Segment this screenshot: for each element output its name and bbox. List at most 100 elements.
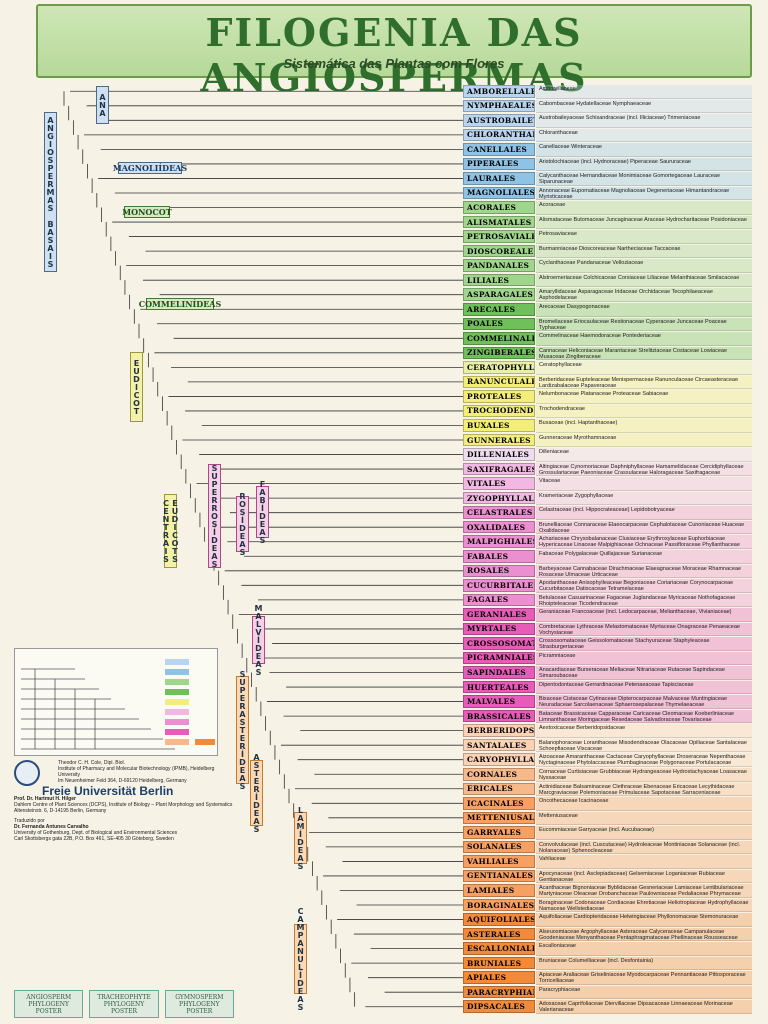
group-monocot: MONOCOT [122, 206, 172, 218]
family-list: Celastraceae (incl. Hippocrateaceae) Lep… [536, 506, 752, 520]
order-dioscoreales: DIOSCOREALES [463, 244, 535, 258]
credit-translator-inst: University of Gothenburg, Dept. of Biolo… [14, 830, 178, 836]
order-arecales: ARECALES [463, 302, 535, 316]
order-metteniusales: METTENIUSALES [463, 811, 535, 825]
family-list: Actinidiaceae Balsaminaceae Clethraceae … [536, 782, 752, 797]
family-list: Berberidaceae Eupteleaceae Menispermacea… [536, 375, 752, 390]
family-list: Annonaceae Eupomatiaceae Magnoliaceae De… [536, 186, 752, 201]
order-myrtales: MYRTALES [463, 622, 535, 636]
credit-translator: Dr. Fernanda Antunes Carvalho [14, 824, 89, 830]
order-boraginales: BORAGINALES [463, 898, 535, 912]
order-huerteales: HUERTEALES [463, 680, 535, 694]
order-paracryphiales: PARACRYPHIALES [463, 985, 535, 999]
order-petrosaviales: PETROSAVIALES [463, 230, 535, 243]
family-list: Cornaceae Curtisiaceae Grubbiaceae Hydra… [536, 767, 752, 782]
family-list: Arecaceae Dasypogonaceae [536, 302, 752, 317]
family-list: Aristolochiaceae (incl. Hydnoraceae) Pip… [536, 157, 752, 172]
credit-institute: Institute of Pharmacy and Molecular Biot… [58, 766, 215, 778]
logo-tracheophyte-poster[interactable]: TRACHEOPHYTE PHYLOGENY POSTER [89, 990, 159, 1018]
order-fagales: FAGALES [463, 593, 535, 607]
family-list: Amaryllidaceae Asparagaceae Iridaceae Or… [536, 288, 752, 302]
family-list: Trochodendraceae [536, 404, 752, 419]
group-malvideas: MALVÍDEAS [252, 604, 265, 676]
order-ceratophyllales: CERATOPHYLLALES [463, 361, 535, 374]
order-caryophyllales: CARYOPHYLLALES [463, 753, 535, 766]
order-canellales: CANELLALES [463, 143, 535, 156]
family-list: Burmanniaceae Dioscoreaceae Nartheciacea… [536, 244, 752, 259]
family-list: Adoxaceae Caprifoliaceae Diervillaceae D… [536, 1000, 752, 1014]
order-dipsacales: DIPSACALES [463, 1000, 535, 1013]
order-dilleniales: DILLENIALES [463, 448, 535, 461]
order-austrobaileyales: AUSTROBAILEYALES [463, 114, 535, 127]
group-angiospermas-basais: ANGIOSPERMAS BASAIS [44, 112, 57, 272]
order-oxalidales: OXALIDALES [463, 520, 535, 534]
order-liliales: LILIALES [463, 273, 535, 287]
group-eudicots-centrais: EUDICOTS CENTRAIS [162, 494, 180, 568]
order-nymphaeales: NYMPHAEALES [463, 99, 535, 113]
title-banner: FILOGENIA DAS ANGIOSPERMAS Sistemática d… [36, 4, 752, 100]
order-icacinales: ICACINALES [463, 797, 535, 810]
family-list: Fabaceae Polygalaceae Quillajaceae Suria… [536, 550, 752, 564]
family-list: Geraniaceae Francoaceae (incl. Ledocarpa… [536, 608, 752, 622]
order-saxifragales: SAXIFRAGALES [463, 462, 535, 476]
order-sapindales: SAPINDALES [463, 666, 535, 679]
order-brassicales: BRASSICALES [463, 709, 535, 723]
order-escalloniales: ESCALLONIALES [463, 942, 535, 955]
family-list: Vahliaceae [536, 855, 752, 869]
order-alismatales: ALISMATALES [463, 215, 535, 229]
credit-coauthor-inst: Dahlem Centre of Plant Sciences (DCPS), … [14, 802, 233, 808]
family-list: Apodanthaceae Anisophylleaceae Begoniace… [536, 579, 752, 593]
group-superrosideas: SUPERROSÍDEAS [208, 464, 221, 568]
logo-angiosperm-poster[interactable]: ANGIOSPERM PHYLOGENY POSTER [14, 990, 84, 1018]
order-cucurbitales: CUCURBITALES [463, 579, 535, 592]
order-proteales: PROTEALES [463, 390, 535, 403]
order-solanales: SOLANALES [463, 840, 535, 854]
order-commelinales: COMMELINALES [463, 332, 535, 345]
order-gentianales: GENTIANALES [463, 869, 535, 883]
family-list: Dipentodontaceae Gerrardinaceae Petenaea… [536, 680, 752, 695]
family-list: Barbeyaceae Cannabaceae Dirachmaceae Ela… [536, 564, 752, 579]
family-list: Paracryphiaceae [536, 985, 752, 1000]
family-list: Calycanthaceae Hernandiaceae Monimiaceae… [536, 172, 752, 186]
family-list: Anacardiaceae Burseraceae Meliaceae Nitr… [536, 666, 752, 680]
family-list: Bromeliaceae Eriocaulaceae Restionaceae … [536, 317, 752, 332]
family-list: Ceratophyllaceae [536, 361, 752, 375]
credits-block: Theodor C. H. Cole, Dipl. Biol. Institut… [14, 760, 234, 842]
group-asterideas: ASTERÍDEAS [250, 753, 263, 833]
group-ana: ANA [96, 86, 109, 124]
family-list: Dilleniaceae [536, 448, 752, 462]
order-apiales: APIALES [463, 971, 535, 984]
order-picramniales: PICRAMNIALES [463, 651, 535, 665]
order-cornales: CORNALES [463, 767, 535, 781]
family-list: Crossosomataceae Geissolomataceae Stachy… [536, 637, 752, 651]
family-list: Canellaceae Winteraceae [536, 143, 752, 157]
family-list: Acoraceae [536, 201, 752, 215]
family-list: Apiaceae Araliaceae Griseliniaceae Myodo… [536, 971, 752, 985]
order-garryales: GARRYALES [463, 826, 535, 839]
logo-gymnosperm-poster[interactable]: GYMNOSPERM PHYLOGENY POSTER [164, 990, 234, 1018]
order-asterales: ASTERALES [463, 927, 535, 941]
order-malpighiales: MALPIGHIALES [463, 535, 535, 548]
family-list: Combretaceae Lythraceae Melastomataceae … [536, 622, 752, 637]
order-ranunculales: RANUNCULALES [463, 375, 535, 389]
order-fabales: FABALES [463, 550, 535, 563]
family-list: Commelinaceae Haemodoraceae Pontederiace… [536, 332, 752, 346]
family-list: Achariaceae Chrysobalanaceae Clusiaceae … [536, 535, 752, 549]
poster-logos: ANGIOSPERM PHYLOGENY POSTER TRACHEOPHYTE… [14, 990, 234, 1018]
order-geraniales: GERANIALES [463, 608, 535, 621]
family-list: Metteniusaceae [536, 811, 752, 826]
group-eudicot: EUDICOT [130, 352, 143, 422]
order-magnoliales: MAGNOLIALES [463, 186, 535, 200]
credit-address: Im Neuenheimer Feld 364, D-69120 Heidelb… [58, 778, 187, 784]
group-lamideas: LAMÍDEAS [294, 806, 307, 870]
family-list: Aquifoliaceae Cardiopteridaceae Helwingi… [536, 913, 752, 927]
group-campanulideas: CAMPANULÍDEAS [294, 907, 307, 1011]
family-list: Apocynaceae (incl. Asclepiadaceae) Gelse… [536, 869, 752, 884]
credit-coauthor-addr: Altensteinstr. 6, D-14195 Berlin, German… [14, 808, 107, 814]
university-logo: Freie Universität Berlin [42, 784, 174, 798]
family-list: Petrosaviaceae [536, 230, 752, 244]
university-seal-icon [14, 760, 40, 786]
family-list: Brunelliaceae Connaraceae Elaeocarpaceae… [536, 520, 752, 535]
family-list: Vitaceae [536, 477, 752, 491]
family-list: Buxaceae (incl. Haptanthaceae) [536, 419, 752, 433]
